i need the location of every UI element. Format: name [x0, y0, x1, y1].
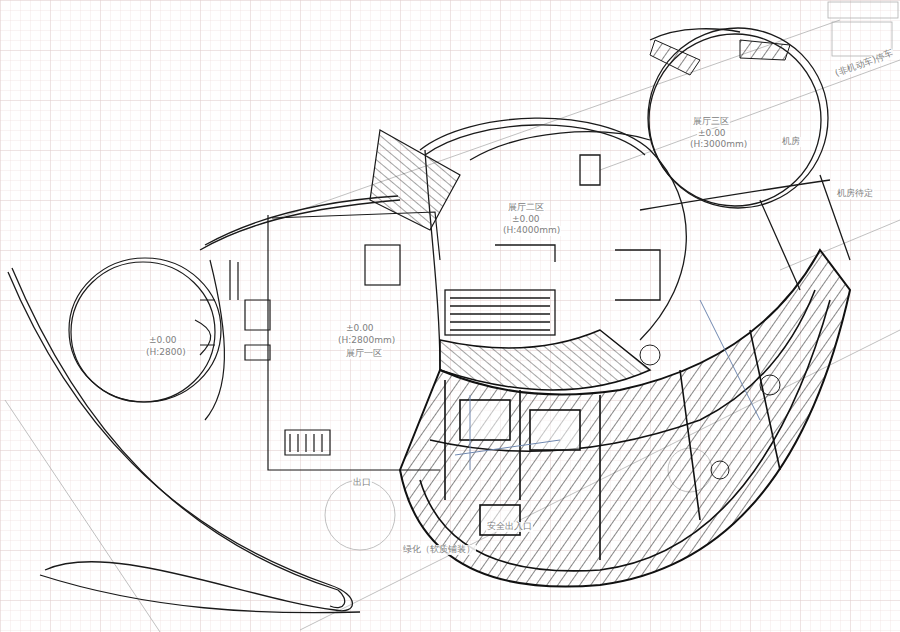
- area-label: 展厅三区: [692, 117, 730, 127]
- area-label: (H:2800mm): [337, 336, 396, 346]
- area-label: ±0.00: [345, 324, 375, 334]
- area-label: (H:4000mm): [502, 226, 561, 236]
- area-label: 机房: [781, 137, 801, 147]
- area-label: 安全出入口: [486, 522, 533, 532]
- area-label: ±0.00: [697, 129, 727, 139]
- area-label: 机房待定: [836, 189, 874, 199]
- area-label: 展厅一区: [345, 349, 383, 359]
- area-label: 绿化（软质铺装）: [402, 545, 476, 555]
- area-label: (H:3000mm): [689, 140, 748, 150]
- area-label: ±0.00: [148, 336, 178, 346]
- area-label: 展厅二区: [507, 203, 545, 213]
- area-label: (H:2800): [145, 348, 187, 358]
- area-label: 出口: [352, 478, 372, 488]
- area-label: ±0.00: [511, 215, 541, 225]
